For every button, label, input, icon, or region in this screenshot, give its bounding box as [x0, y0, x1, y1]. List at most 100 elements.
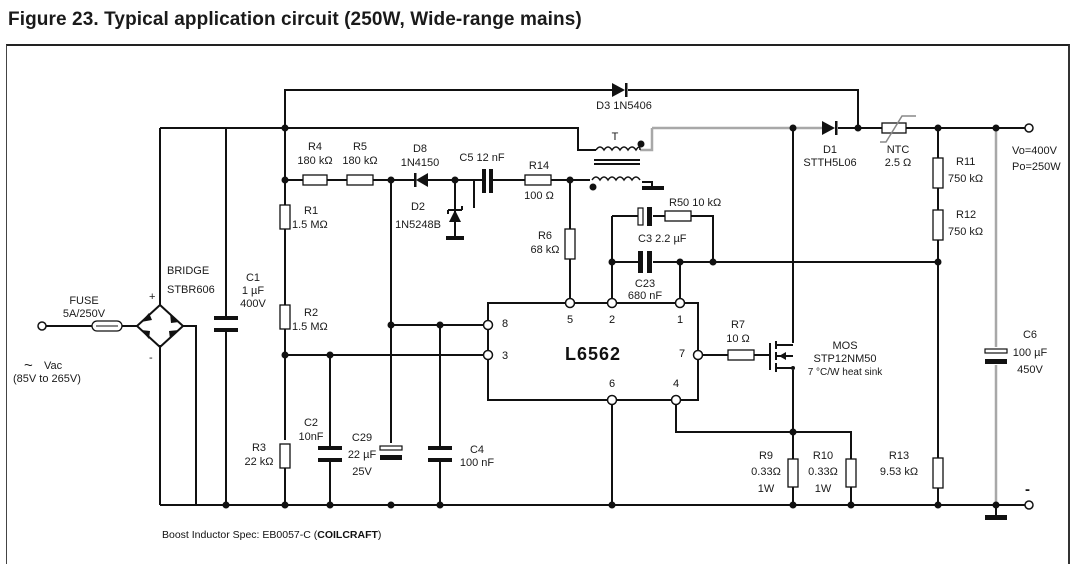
fuse-name: FUSE: [69, 295, 98, 307]
resistor-r10: [845, 458, 857, 488]
transformer-name: T: [612, 131, 619, 143]
resistor-r6: [564, 228, 576, 260]
d8-value: 1N4150: [401, 157, 440, 169]
mos-note: 7 °C/W heat sink: [808, 367, 884, 378]
d1-name: D1: [823, 144, 837, 156]
fuse-rating: 5A/250V: [63, 308, 106, 320]
r14-name: R14: [529, 160, 549, 172]
labels: FUSE 5A/250V ~ Vac (85V to 265V) BRIDGE …: [13, 100, 1061, 541]
wires: [46, 89, 1025, 506]
resistor-r13: [932, 457, 944, 489]
footnote: Boost Inductor Spec: EB0057-C (COILCRAFT…: [162, 529, 381, 541]
c29-value: 22 µF: [348, 449, 377, 461]
r12-name: R12: [956, 209, 976, 221]
resistors: [279, 157, 944, 489]
ground-symbol: [985, 515, 1007, 520]
resistor-r1: [279, 204, 291, 230]
ntc-value: 2.5 Ω: [885, 157, 912, 169]
mos-part: STP12NM50: [814, 353, 877, 365]
d2-name: D2: [411, 201, 425, 213]
diode-d3: [612, 83, 625, 97]
boost-transformer: [589, 140, 664, 191]
r11-value: 750 kΩ: [948, 173, 983, 185]
resistor-r3: [279, 443, 291, 469]
vac-label: Vac: [44, 360, 63, 372]
r6-value: 68 kΩ: [530, 244, 559, 256]
r2-value: 1.5 MΩ: [292, 321, 328, 333]
d2-value: 1N5248B: [395, 219, 441, 231]
vac-range: (85V to 265V): [13, 373, 81, 385]
junction-dots: [222, 124, 1000, 509]
bridge-name: BRIDGE: [167, 265, 209, 277]
diode-d8: [416, 173, 428, 187]
ntc-thermistor: [880, 115, 916, 143]
circuit-schematic: FUSE 5A/250V ~ Vac (85V to 265V) BRIDGE …: [13, 83, 1061, 541]
c23-value: 680 nF: [628, 290, 663, 302]
c1-name: C1: [246, 272, 260, 284]
r12-value: 750 kΩ: [948, 226, 983, 238]
c3-label: C3 2.2 µF: [638, 233, 687, 245]
r7-value: 10 Ω: [726, 333, 750, 345]
pin-4-label: 4: [673, 378, 679, 390]
r1-name: R1: [304, 205, 318, 217]
r50-label: R50 10 kΩ: [669, 197, 721, 209]
r3-name: R3: [252, 442, 266, 454]
ic-name: L6562: [565, 344, 621, 364]
resistor-r4: [302, 174, 328, 186]
c2-name: C2: [304, 417, 318, 429]
r14-value: 100 Ω: [524, 190, 554, 202]
r9-rating: 1W: [758, 483, 775, 495]
capacitor-c1: [214, 316, 238, 332]
output-positive-terminal[interactable]: [1024, 123, 1034, 133]
bridge-part: STBR606: [167, 284, 215, 296]
d3-label: D3 1N5406: [596, 100, 652, 112]
bridge-minus: -: [149, 352, 153, 364]
c2-value: 10nF: [298, 431, 323, 443]
r1-value: 1.5 MΩ: [292, 219, 328, 231]
c6-value: 100 µF: [1013, 347, 1048, 359]
c5-label: C5 12 nF: [459, 152, 505, 164]
diode-d2: [449, 210, 461, 222]
c29-rating: 25V: [352, 466, 372, 478]
ac-input-terminal[interactable]: [37, 321, 47, 331]
r10-rating: 1W: [815, 483, 832, 495]
pin-5-label: 5: [567, 314, 573, 326]
c6-name: C6: [1023, 329, 1037, 341]
output-negative-terminal[interactable]: [1024, 500, 1034, 510]
c1-value: 1 µF: [242, 285, 265, 297]
r13-name: R13: [889, 450, 909, 462]
r9-name: R9: [759, 450, 773, 462]
r5-name: R5: [353, 141, 367, 153]
resistor-r11: [932, 157, 944, 189]
c1-rating: 400V: [240, 298, 266, 310]
r4-name: R4: [308, 141, 322, 153]
pin-7-label: 7: [679, 348, 685, 360]
fuse: [91, 320, 123, 332]
r9-value: 0.33Ω: [751, 466, 781, 478]
diodes: [414, 83, 838, 240]
output-power: Po=250W: [1012, 161, 1061, 173]
r4-value: 180 kΩ: [297, 155, 332, 167]
r10-name: R10: [813, 450, 833, 462]
pin-2-label: 2: [609, 314, 615, 326]
r13-value: 9.53 kΩ: [880, 466, 918, 478]
figure-title: Figure 23. Typical application circuit (…: [8, 9, 582, 30]
mos-name: MOS: [832, 340, 857, 352]
d1-value: STTH5L06: [803, 157, 856, 169]
resistor-r2: [279, 304, 291, 330]
c23-name: C23: [635, 278, 655, 290]
r6-name: R6: [538, 230, 552, 242]
ntc-name: NTC: [887, 144, 910, 156]
c6-rating: 450V: [1017, 364, 1043, 376]
resistor-r50: [664, 210, 692, 222]
pin-1-label: 1: [677, 314, 683, 326]
resistor-r9: [787, 458, 799, 488]
d8-name: D8: [413, 143, 427, 155]
output-voltage: Vo=400V: [1012, 145, 1058, 157]
resistor-r5: [346, 174, 374, 186]
r11-name: R11: [956, 156, 975, 168]
pin-6-label: 6: [609, 378, 615, 390]
r5-value: 180 kΩ: [342, 155, 377, 167]
capacitors: [318, 169, 1008, 462]
vac-symbol: ~: [24, 357, 33, 374]
